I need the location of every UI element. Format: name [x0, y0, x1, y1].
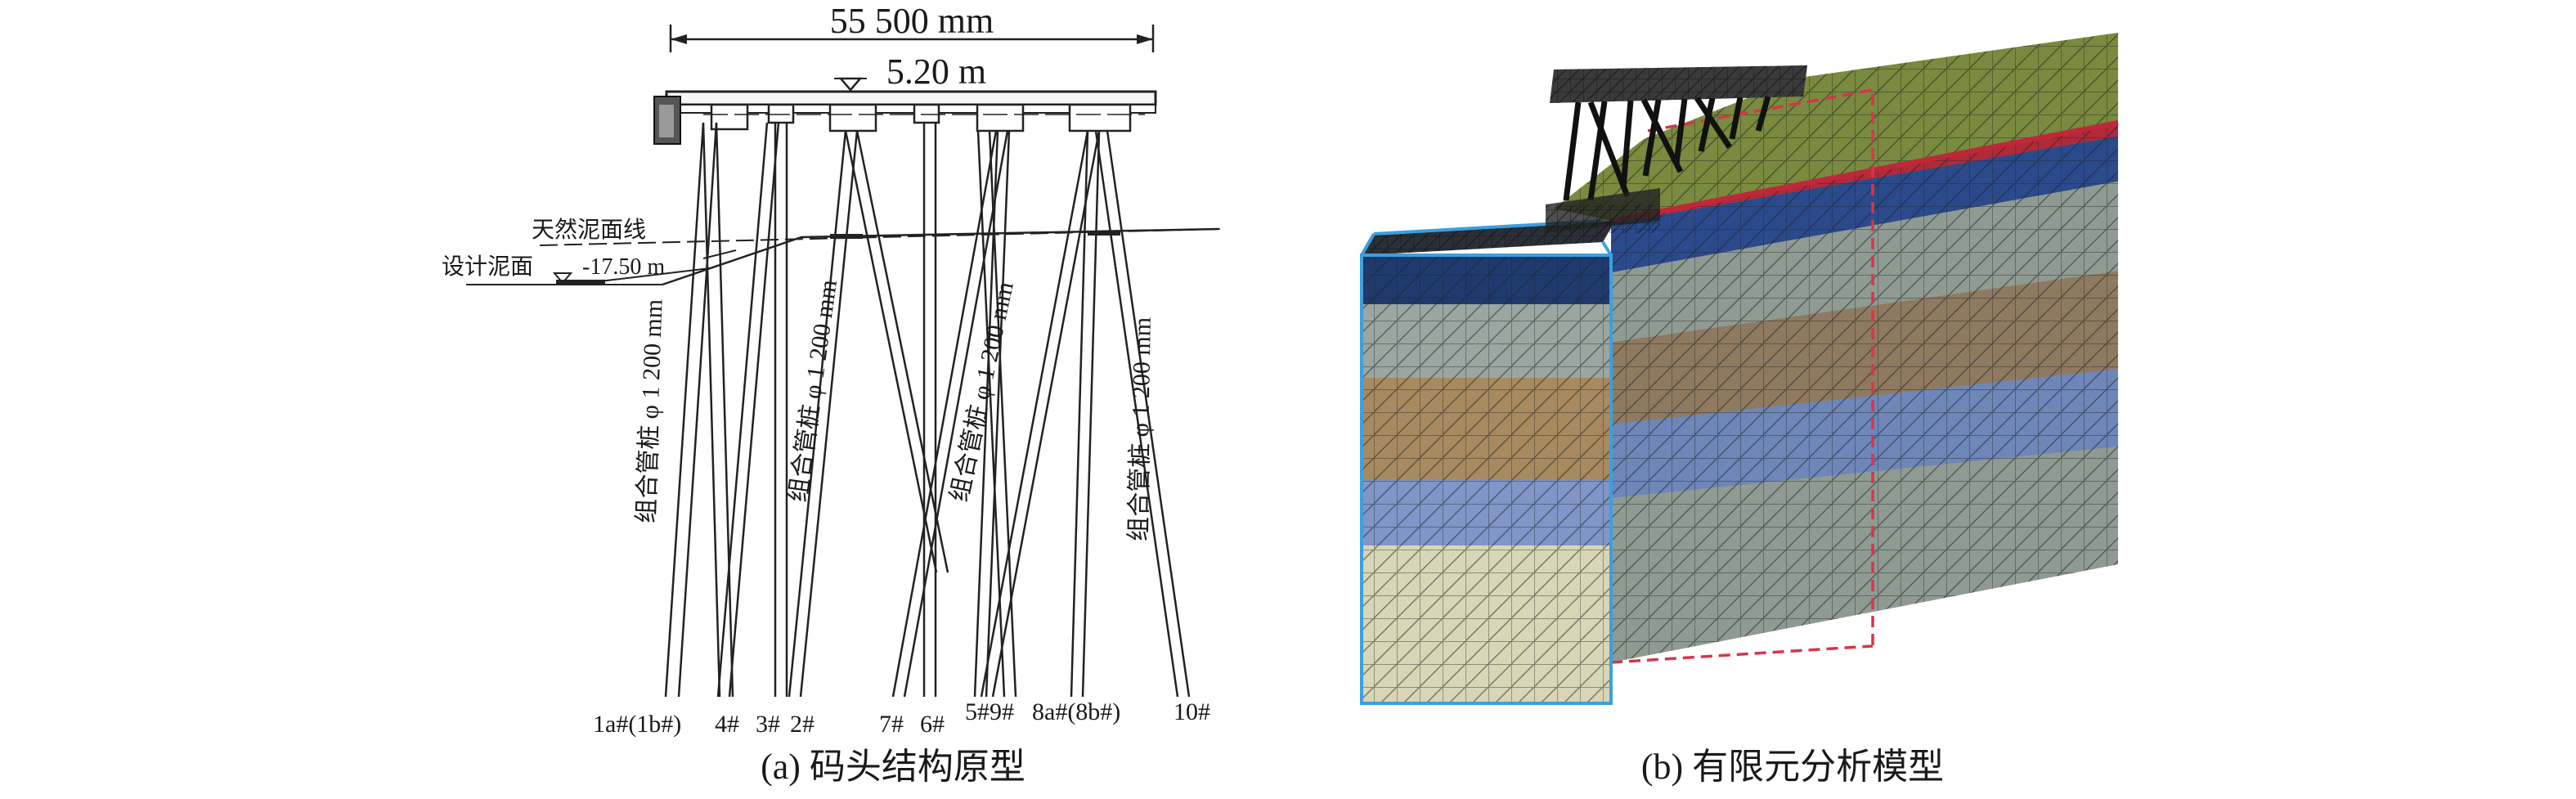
soil-block-side	[1362, 255, 1611, 703]
pile-2	[788, 130, 859, 698]
piles	[664, 122, 1191, 698]
pile-7	[891, 130, 1009, 698]
pile-number-label: 3#	[756, 711, 780, 738]
panel-b-fe-model: (b) 有限元分析模型	[1360, 33, 2119, 787]
wharf-deck	[653, 90, 1157, 145]
pile-spec-label-2: 组合管桩 φ 1 200 mm	[784, 278, 842, 504]
pile-spec-label-4: 组合管桩 φ 1 200 mm	[1125, 317, 1156, 542]
pile-3	[774, 123, 788, 697]
pile-4	[716, 122, 780, 698]
pile-8b	[980, 130, 1101, 698]
pile-number-label: 10#	[1174, 698, 1210, 725]
pile-1a	[664, 122, 718, 698]
pile-number-label: 1a#(1b#)	[593, 711, 681, 738]
pile-8a	[1070, 130, 1101, 698]
pile-number-labels: 1a#(1b#) 4# 3# 2# 7# 6# 5#9# 8a#(8b#) 10…	[593, 698, 1210, 738]
pile-number-label: 4#	[715, 711, 739, 738]
panel-a-structure: 55 500 mm 5.20 m	[442, 1, 1221, 787]
caption-b: (b) 有限元分析模型	[1641, 747, 1944, 787]
design-mudline-label: 设计泥面	[442, 254, 533, 280]
mudline-marker-icon	[552, 272, 573, 285]
pile-number-label: 8a#(8b#)	[1032, 698, 1120, 725]
caption-a: (a) 码头结构原型	[761, 747, 1025, 787]
width-dimension-text: 55 500 mm	[830, 1, 994, 41]
elevation-marker-icon	[838, 77, 863, 92]
pile-spec-label-1: 组合管桩 φ 1 200 mm	[633, 299, 668, 523]
pile-6	[922, 123, 937, 697]
pile-10	[1094, 130, 1191, 698]
pile-number-label: 7#	[879, 711, 904, 738]
pile-number-label: 6#	[920, 711, 945, 738]
width-dimension-line	[669, 25, 1155, 52]
pile-number-label: 5#9#	[965, 698, 1014, 725]
wharf-mesh	[1546, 65, 1807, 233]
design-mudline-elevation: -17.50 m	[582, 254, 665, 280]
pile-spec-label-3: 组合管桩 φ 1 200 mm	[946, 280, 1019, 505]
pile-number-label: 2#	[790, 711, 815, 738]
natural-mudline-label: 天然泥面线	[532, 217, 646, 243]
pile-1b	[702, 122, 734, 698]
interaction-zone-outline	[1610, 88, 1874, 664]
elevation-text: 5.20 m	[886, 52, 986, 92]
pile-3b	[844, 130, 949, 573]
